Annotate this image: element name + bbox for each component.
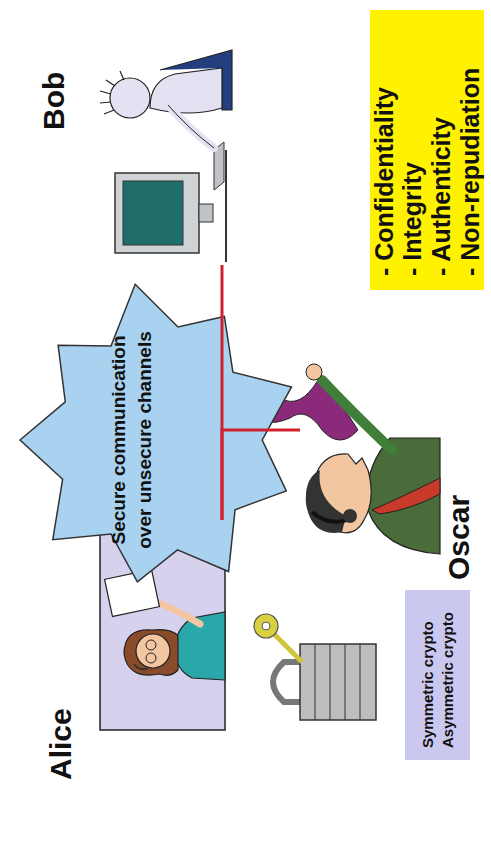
bob-body bbox=[150, 68, 222, 113]
oscar-earpiece bbox=[343, 509, 357, 523]
crypto-box: Symmetric cryptoAsymmetric crypto bbox=[405, 590, 470, 760]
security-goals-box: - Confidentiality- Integrity- Authentici… bbox=[370, 10, 484, 290]
bob-monitor-stand bbox=[199, 204, 213, 222]
person-name: Bob bbox=[37, 72, 70, 130]
key-hole bbox=[262, 622, 270, 630]
goal-item: - Confidentiality bbox=[370, 24, 399, 276]
oscar-sleeve bbox=[322, 380, 392, 450]
starburst-node: Secure communication over unsecure chann… bbox=[20, 285, 300, 595]
person-name: Oscar bbox=[442, 495, 475, 580]
starburst-shape bbox=[20, 284, 292, 582]
bob-head bbox=[110, 78, 150, 118]
person-node: Oscar bbox=[300, 360, 440, 560]
headline-text: Secure communication over unsecure chann… bbox=[106, 322, 157, 558]
crypto-item: Symmetric crypto bbox=[418, 602, 438, 748]
oscar-scarf bbox=[372, 478, 440, 514]
crypto-item: Asymmetric crypto bbox=[438, 602, 458, 748]
lock-stripe bbox=[315, 644, 316, 720]
bob-arm-outline bbox=[168, 105, 214, 148]
key-head bbox=[254, 614, 278, 638]
lock-body bbox=[300, 644, 376, 720]
bob-arm bbox=[168, 105, 214, 148]
starburst-outline bbox=[20, 285, 300, 595]
alice-hair bbox=[124, 630, 178, 676]
goal-item: - Integrity bbox=[398, 24, 427, 276]
alice-glasses bbox=[146, 653, 156, 663]
oscar-coat bbox=[367, 438, 440, 554]
lock-stripe bbox=[345, 644, 346, 720]
alice-headset bbox=[134, 664, 148, 669]
goal-item: - Authenticity bbox=[427, 24, 456, 276]
alice-glasses bbox=[146, 640, 156, 650]
bob-desk bbox=[225, 150, 227, 262]
lock-stripe bbox=[360, 644, 361, 720]
key-shaft bbox=[272, 632, 302, 662]
bob-monitor bbox=[115, 173, 199, 253]
lock-shackle bbox=[273, 662, 302, 702]
alice-face bbox=[136, 634, 170, 668]
lock-stripe bbox=[330, 644, 331, 720]
bob-screen bbox=[123, 181, 183, 245]
person-name: Alice bbox=[44, 708, 77, 780]
alice-paper bbox=[105, 569, 160, 616]
channel-line bbox=[221, 265, 224, 520]
bob-hair bbox=[100, 71, 124, 114]
bob-illustration bbox=[100, 50, 232, 262]
oscar-hand bbox=[306, 364, 322, 380]
goal-item: - Non-repudiation bbox=[456, 24, 485, 276]
lock-key-illustration bbox=[254, 614, 376, 720]
channel-line bbox=[222, 430, 300, 520]
person-node: Bob bbox=[95, 15, 245, 265]
